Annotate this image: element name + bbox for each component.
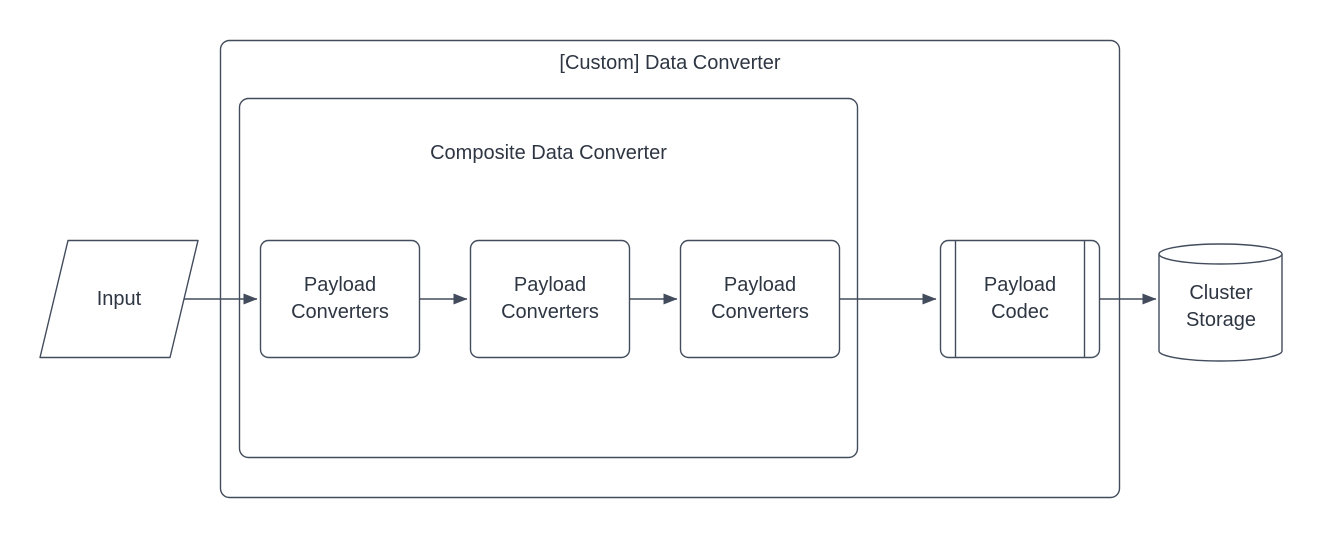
payload-converters-2-shape — [469, 239, 631, 359]
composite-data-converter-container — [238, 97, 859, 459]
cluster-storage-cylinder-top — [1158, 243, 1283, 265]
payload-converters-3-label: Payload Converters — [711, 274, 809, 323]
cluster-storage-label: Cluster Storage — [1185, 282, 1257, 331]
payload-codec-shape — [939, 239, 1101, 359]
input-shape — [39, 239, 199, 359]
cluster-storage-cylinder-body — [1158, 254, 1283, 362]
payload-converters-2-label: Payload Converters — [501, 274, 599, 323]
inner-container-title: Composite Data Converter — [430, 142, 667, 164]
payload-converters-1-shape — [259, 239, 421, 359]
payload-converters-1-label: Payload Converters — [291, 274, 389, 323]
input-label: Input — [96, 287, 142, 310]
payload-converters-3-shape — [679, 239, 841, 359]
custom-data-converter-container — [219, 39, 1121, 499]
outer-container-title: [Custom] Data Converter — [559, 52, 781, 74]
payload-codec-label: Payload Codec — [983, 274, 1057, 323]
